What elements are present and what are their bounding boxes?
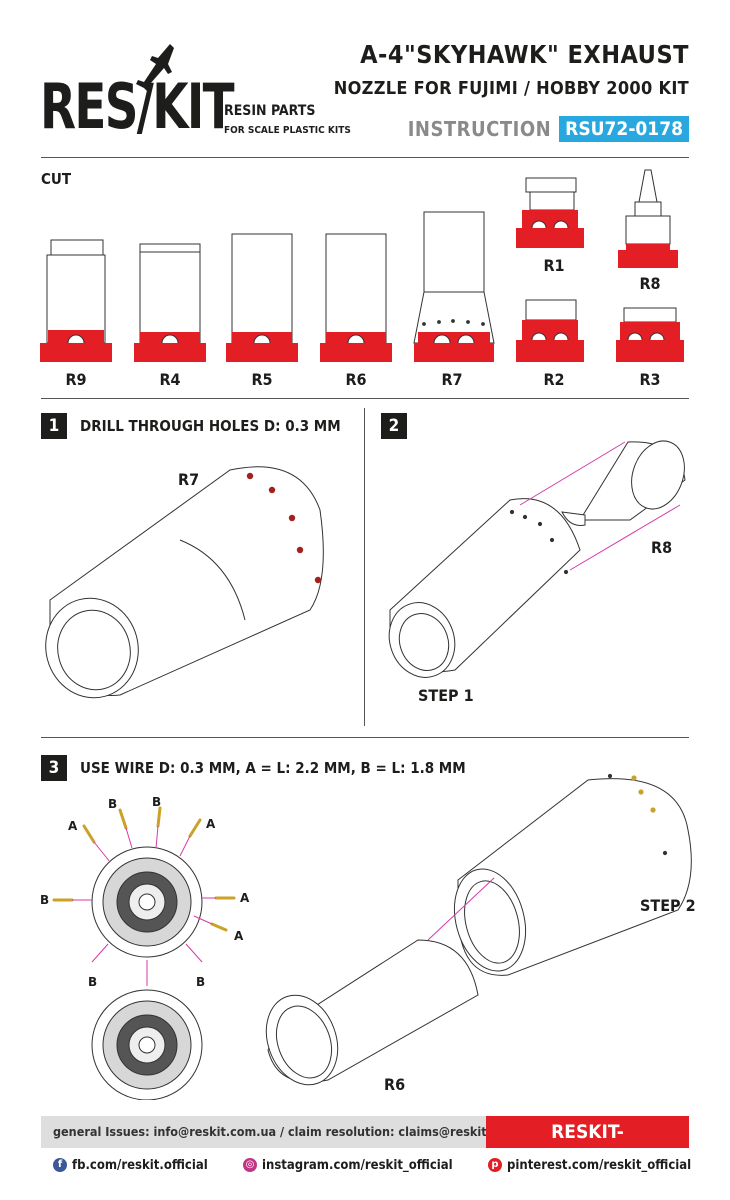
step-3-ref-label: STEP 2 bbox=[640, 896, 696, 915]
product-code-badge: RSU72-0178 bbox=[559, 116, 689, 142]
part-label-r1: R1 bbox=[543, 256, 565, 275]
footer-website-link[interactable]: RESKIT-MODELS.COM bbox=[486, 1116, 689, 1175]
step-2-illustration bbox=[388, 440, 686, 678]
step-3-instruction: USE WIRE D: 0.3 MM, A = L: 2.2 MM, B = L… bbox=[80, 759, 466, 777]
social-facebook-link[interactable]: f fb.com/reskit.official bbox=[53, 1158, 208, 1172]
part-r5-drawing bbox=[226, 233, 298, 362]
part-label-r3: R3 bbox=[639, 370, 661, 389]
brand-logo: RES/KIT bbox=[40, 70, 235, 143]
part-r8-drawing bbox=[618, 169, 678, 268]
instruction-label: INSTRUCTION bbox=[407, 117, 552, 141]
pinterest-icon: p bbox=[488, 1158, 502, 1172]
page-subtitle: NOZZLE FOR FUJIMI / HOBBY 2000 KIT bbox=[333, 78, 689, 99]
part-r2-drawing bbox=[516, 299, 584, 362]
facebook-icon: f bbox=[53, 1158, 67, 1172]
part-r3-drawing bbox=[616, 307, 684, 362]
part-label-r5: R5 bbox=[251, 370, 273, 389]
brand-tagline: RESIN PARTS bbox=[224, 103, 316, 119]
social-instagram-link[interactable]: ◎ instagram.com/reskit_official bbox=[243, 1158, 453, 1172]
step-column-divider bbox=[364, 408, 365, 726]
social-facebook-text: fb.com/reskit.official bbox=[72, 1157, 208, 1173]
step-3-assembly-illustration bbox=[265, 773, 692, 1086]
header-divider bbox=[41, 157, 689, 158]
part-label-r8: R8 bbox=[639, 274, 661, 293]
wire-label: A bbox=[206, 817, 216, 831]
step-3-wire-diagram: B B A A B A A B B bbox=[40, 795, 250, 1100]
cut-parts-illustration bbox=[40, 169, 684, 362]
step-1-illustration bbox=[45, 466, 324, 699]
brand-subtagline: FOR SCALE PLASTIC KITS bbox=[224, 125, 351, 136]
part-label-r9: R9 bbox=[65, 370, 87, 389]
social-pinterest-text: pinterest.com/reskit_official bbox=[507, 1157, 692, 1173]
wire-label: B bbox=[152, 795, 161, 809]
wire-label: A bbox=[234, 929, 244, 943]
wire-label: A bbox=[68, 819, 78, 833]
steps-divider bbox=[41, 737, 689, 738]
part-label-r7: R7 bbox=[441, 370, 463, 389]
instruction-row: INSTRUCTION RSU72-0178 bbox=[408, 116, 689, 142]
cut-section-label: CUT bbox=[41, 170, 72, 188]
footer-contact-info: general Issues: info@reskit.com.ua / cla… bbox=[53, 1124, 537, 1139]
step-2-part-label: R8 bbox=[651, 538, 673, 557]
jet-silhouette-icon bbox=[136, 44, 174, 92]
social-instagram-text: instagram.com/reskit_official bbox=[262, 1157, 453, 1173]
wire-label: B bbox=[40, 893, 49, 907]
part-r4-drawing bbox=[134, 243, 206, 362]
cut-divider bbox=[41, 398, 689, 399]
part-r6-drawing bbox=[320, 233, 392, 362]
step-1-number: 1 bbox=[41, 413, 67, 439]
part-label-r2: R2 bbox=[543, 370, 565, 389]
part-label-r4: R4 bbox=[159, 370, 181, 389]
step-3-part-label: R6 bbox=[384, 1075, 406, 1094]
step-2-ref-label: STEP 1 bbox=[418, 686, 474, 705]
wire-label: B bbox=[88, 975, 97, 989]
wire-label: B bbox=[196, 975, 205, 989]
part-r7-drawing bbox=[413, 211, 495, 362]
part-r9-drawing bbox=[40, 239, 112, 362]
step-2-number: 2 bbox=[381, 413, 407, 439]
step-1-part-label: R7 bbox=[178, 470, 200, 489]
part-label-r6: R6 bbox=[345, 370, 367, 389]
wire-label: A bbox=[240, 891, 250, 905]
wire-label: B bbox=[108, 797, 117, 811]
social-pinterest-link[interactable]: p pinterest.com/reskit_official bbox=[488, 1158, 691, 1172]
step-3-number: 3 bbox=[41, 755, 67, 781]
instagram-icon: ◎ bbox=[243, 1158, 257, 1172]
part-r1-drawing bbox=[516, 177, 584, 248]
step-1-instruction: DRILL THROUGH HOLES D: 0.3 MM bbox=[80, 417, 341, 435]
page-title: A-4"SKYHAWK" EXHAUST bbox=[360, 40, 689, 69]
